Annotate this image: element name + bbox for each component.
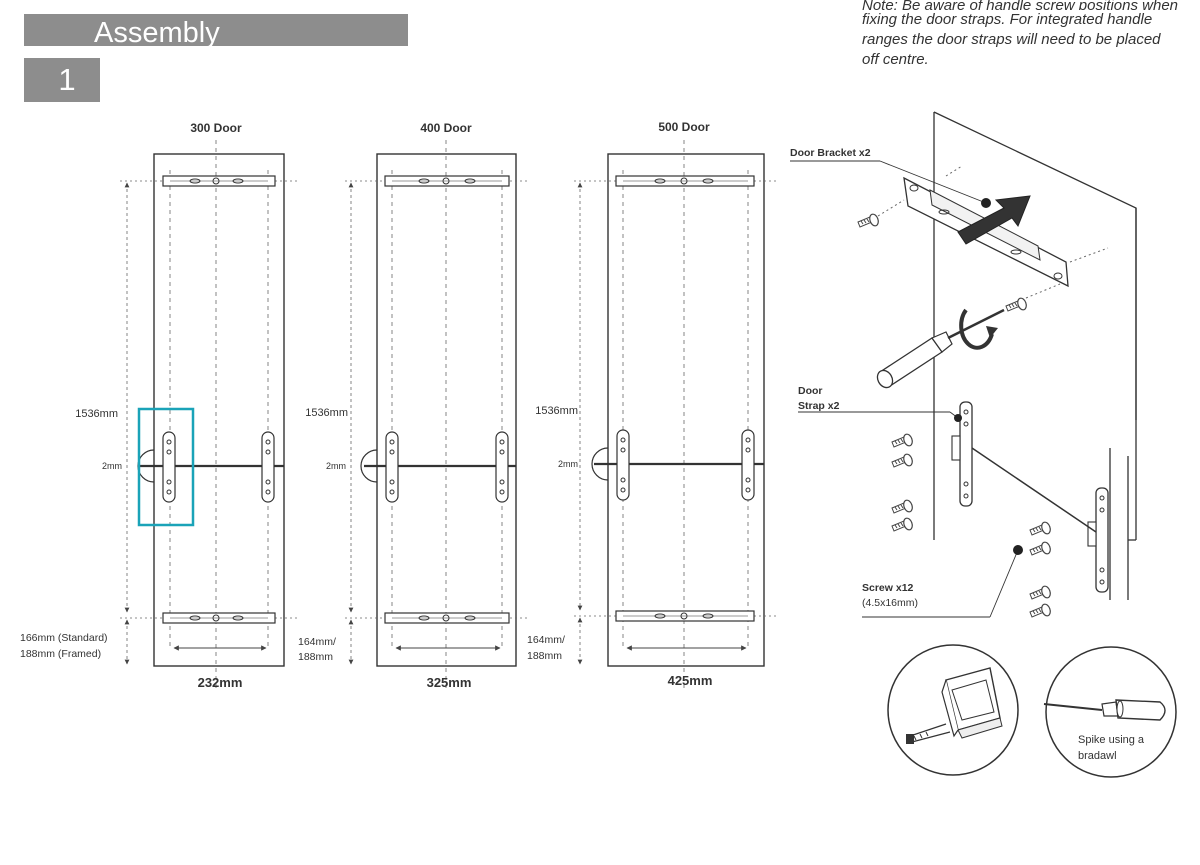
note-line-3: ranges the door straps will need to be p… xyxy=(862,31,1161,48)
door-500-offset-label-1: 164mm/ xyxy=(527,634,565,646)
screw-icon xyxy=(1029,584,1053,600)
door-strap-left xyxy=(616,429,630,501)
screw-icon xyxy=(1005,296,1029,312)
screw-icon xyxy=(891,452,915,468)
screw-icon xyxy=(1029,520,1053,536)
door-400-height-label: 1536mm xyxy=(305,407,348,419)
screw-icon xyxy=(857,212,881,228)
door-400-width-label: 325mm xyxy=(427,675,472,690)
bradawl-icon xyxy=(1043,699,1166,721)
door-strap-right xyxy=(261,431,275,503)
bradawl-circle: Spike using a bradawl xyxy=(1043,646,1177,778)
bradawl-label-2: bradawl xyxy=(1078,750,1117,762)
screw-icon xyxy=(1029,540,1053,556)
door-300-title: 300 Door xyxy=(190,121,242,135)
door-400-offset-label-2: 188mm xyxy=(298,651,333,663)
screwdriver-icon xyxy=(876,308,1005,389)
screw-icon xyxy=(891,432,915,448)
screw-size-label: (4.5x16mm) xyxy=(862,597,918,609)
step-number: 1 xyxy=(58,62,76,97)
door-400-offset-label-1: 164mm/ xyxy=(298,636,336,648)
door-strap-left xyxy=(162,431,176,503)
section-header-bar: Assembly xyxy=(24,14,408,49)
screw-icon xyxy=(891,516,915,532)
door-500-width-label: 425mm xyxy=(668,673,713,688)
tape-measure-circle xyxy=(887,644,1019,776)
door-strap-3d xyxy=(951,401,1109,593)
bradawl-label-1: Spike using a xyxy=(1078,734,1145,746)
tape-measure-icon xyxy=(906,667,1003,744)
note-line-1: Note: Be aware of handle screw positions… xyxy=(862,0,1179,10)
door-strap-left xyxy=(385,431,399,503)
door-500-height-label: 1536mm xyxy=(535,405,578,417)
step-number-box: 1 xyxy=(24,58,100,102)
door-300-offset-label-1: 166mm (Standard) xyxy=(20,632,108,644)
door-500-drawing: 500 Door 1536mm 2mm 164mm/ 188mm 425mm xyxy=(527,120,778,690)
direction-arrow-icon xyxy=(957,195,1031,245)
door-400-gap-label: 2mm xyxy=(326,461,346,471)
door-500-panel xyxy=(607,153,765,667)
highlight-box xyxy=(137,407,195,527)
door-300-gap-label: 2mm xyxy=(102,461,122,471)
door-400-title: 400 Door xyxy=(420,121,472,135)
note-line-2: fixing the door straps. For integrated h… xyxy=(862,11,1153,28)
door-strap-right xyxy=(741,429,755,501)
note-line-4: off centre. xyxy=(862,51,929,68)
bracket-label: Door Bracket x2 xyxy=(790,147,871,159)
screw-icon xyxy=(891,498,915,514)
screw-icon xyxy=(1029,602,1053,618)
door-400-drawing: 400 Door 1536mm 2mm 164mm/ 188mm 325mm xyxy=(298,121,530,690)
door-strap-right xyxy=(495,431,509,503)
screw-label: Screw x12 xyxy=(862,582,914,594)
strap-label-2: Strap x2 xyxy=(798,400,840,412)
door-400-panel xyxy=(376,153,517,667)
door-300-height-label: 1536mm xyxy=(75,408,118,420)
strap-label-1: Door xyxy=(798,385,823,397)
perspective-assembly: Door Bracket x2 Door Strap x2 Screw x12 … xyxy=(790,111,1137,618)
door-300-offset-label-2: 188mm (Framed) xyxy=(20,648,101,660)
door-500-title: 500 Door xyxy=(658,120,710,134)
note-text: Note: Be aware of handle screw positions… xyxy=(862,0,1192,70)
section-title: Assembly xyxy=(94,17,220,49)
door-500-gap-label: 2mm xyxy=(558,459,578,469)
door-300-width-label: 232mm xyxy=(198,675,243,690)
door-300-drawing: 300 Door 1536mm 2mm 166mm (Standard) xyxy=(20,121,300,690)
door-500-offset-label-2: 188mm xyxy=(527,650,562,662)
